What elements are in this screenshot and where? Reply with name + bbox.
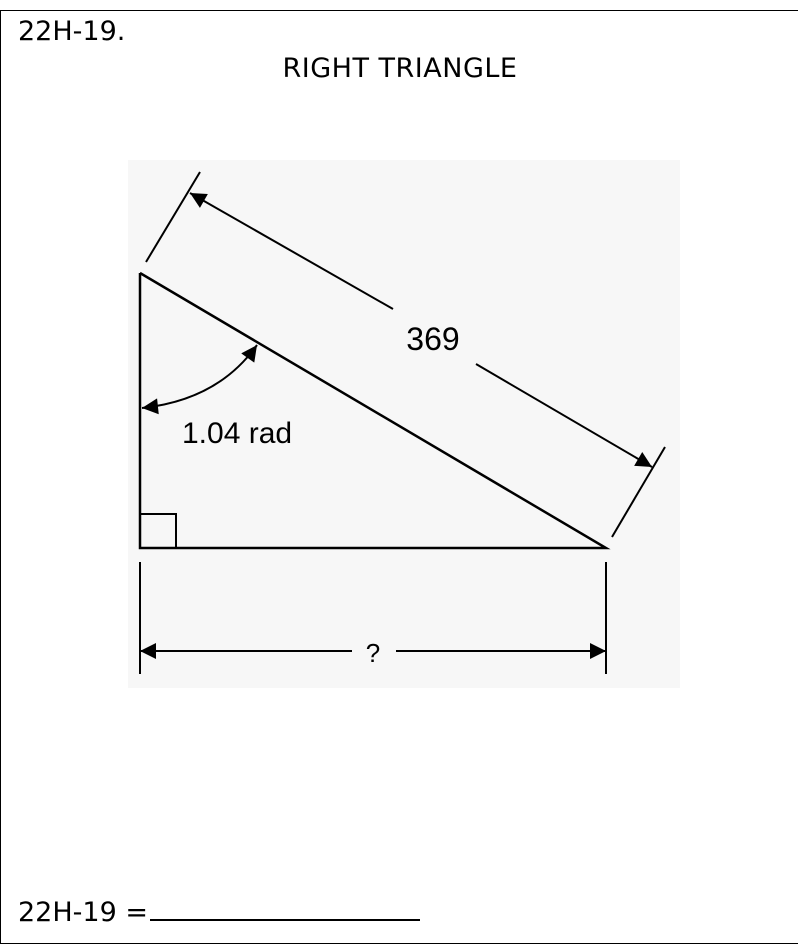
answer-row: 22H-19 = (18, 893, 420, 928)
worksheet-frame (0, 10, 798, 944)
diagram-background (128, 160, 680, 688)
unknown-length-label: ? (366, 638, 380, 668)
triangle-outline (138, 271, 611, 550)
angle-arc (141, 344, 258, 415)
answer-blank[interactable] (149, 893, 420, 921)
right-angle-marker (139, 513, 177, 549)
hypotenuse-dimension-line-upper (189, 192, 394, 310)
hypotenuse-extension-top (145, 171, 201, 263)
hypotenuse-dimension-line-lower (475, 363, 653, 468)
angle-label: 1.04 rad (182, 417, 292, 450)
problem-number: 22H-19. (18, 16, 126, 47)
hypotenuse-extension-bottom (611, 446, 666, 538)
problem-title: RIGHT TRIANGLE (282, 53, 518, 84)
hypotenuse-length-label: 369 (406, 321, 459, 357)
answer-label: 22H-19 = (18, 897, 148, 928)
